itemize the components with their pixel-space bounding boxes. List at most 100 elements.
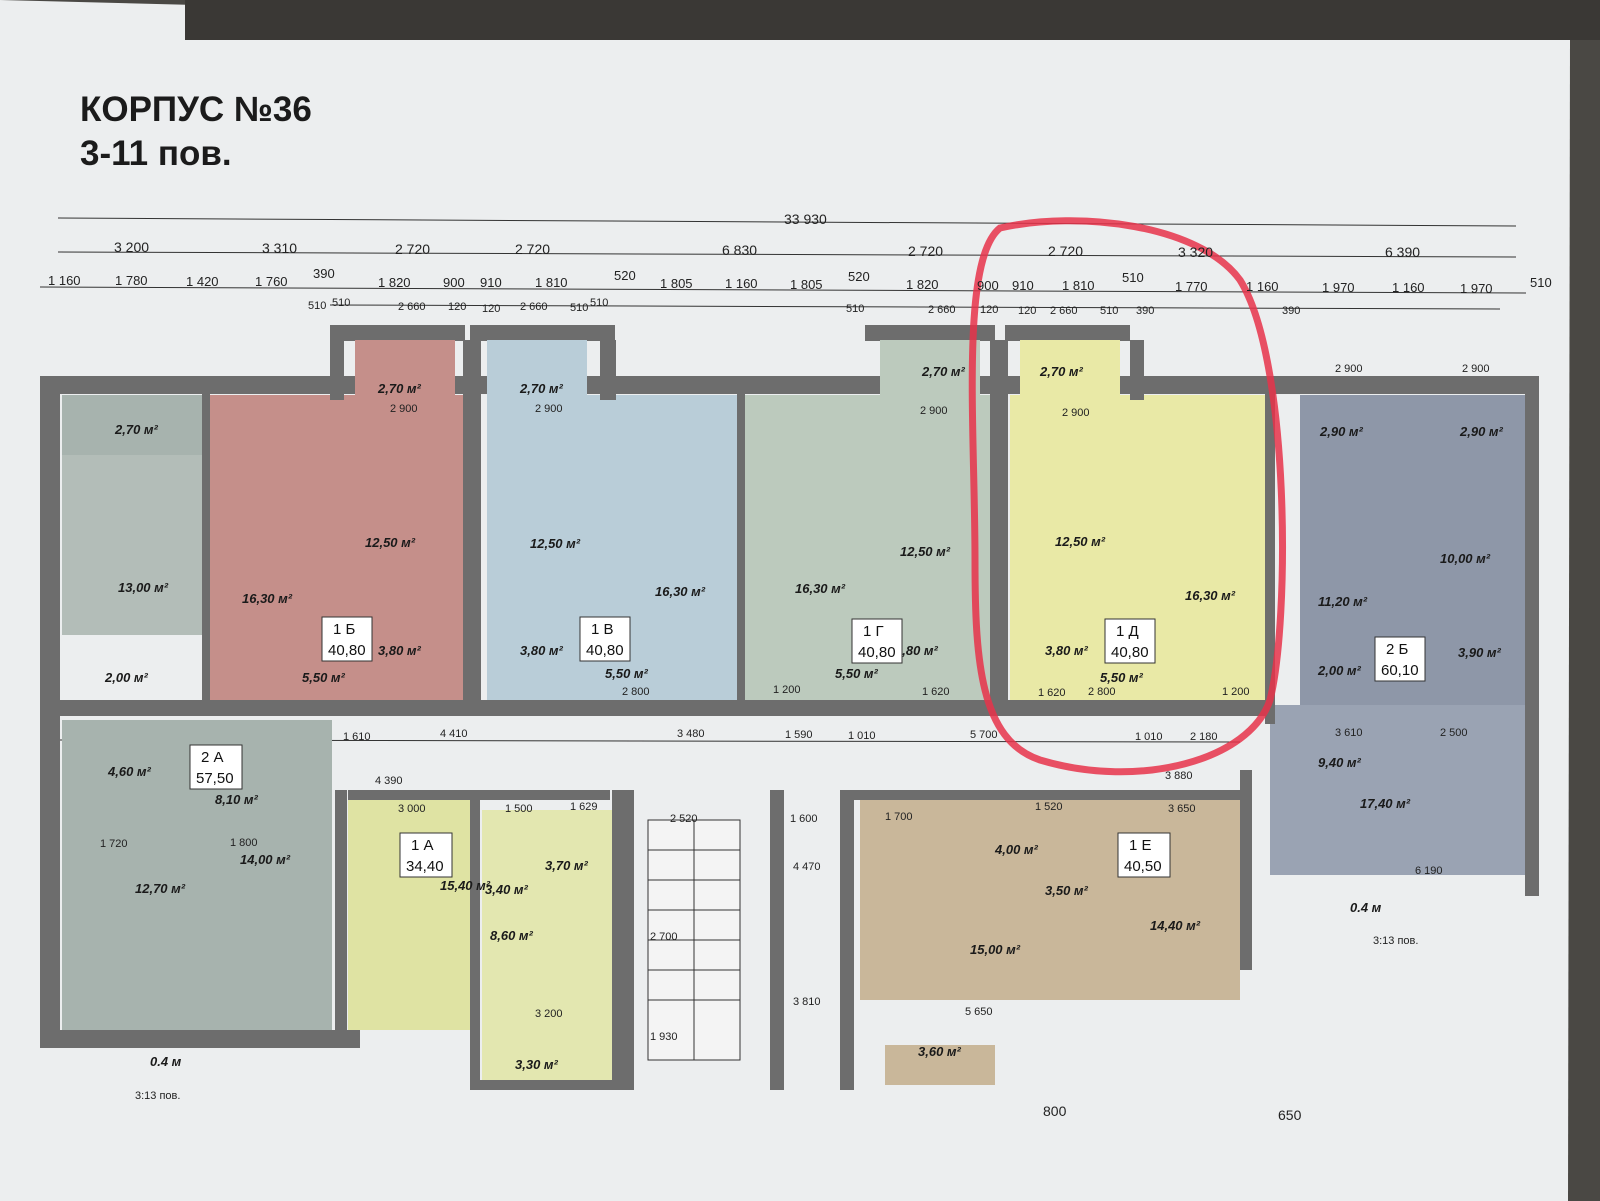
dim-label: 6 390 xyxy=(1385,244,1420,260)
apt-code: 1 В xyxy=(591,621,614,638)
room-area: 4,00 м² xyxy=(994,842,1039,857)
dim-label: 650 xyxy=(1278,1107,1302,1123)
dim-label: 1 200 xyxy=(1222,686,1250,698)
dim-label: 510 xyxy=(308,300,326,312)
dim-label: 1 820 xyxy=(906,277,939,292)
dim-label: 4 410 xyxy=(440,728,468,740)
dim-label: 2 800 xyxy=(622,686,650,698)
room-area: 9,40 м² xyxy=(1318,755,1362,770)
room-area: 3,80 м² xyxy=(520,643,564,658)
apt-1e-fill xyxy=(860,800,1240,1000)
apt-area: 40,80 xyxy=(858,644,896,661)
room-area: 2,70 м² xyxy=(377,381,422,396)
dim-label: 510 xyxy=(1530,275,1552,290)
room-area: 3,70 м² xyxy=(545,858,589,873)
room-area: 16,30 м² xyxy=(1185,588,1236,603)
apt-label-1g: 1 Г 40,80 xyxy=(851,618,903,664)
dim-label: 1 420 xyxy=(186,274,219,289)
dim-label: 1 805 xyxy=(660,276,693,291)
apt-label-2a: 2 А 57,50 xyxy=(189,744,243,790)
room-area: 5,50 м² xyxy=(605,666,649,681)
dim-label: 1 770 xyxy=(1175,279,1208,294)
dim-label: 1 970 xyxy=(1322,280,1355,295)
apt-area: 40,80 xyxy=(586,642,624,659)
dim-label: 1 600 xyxy=(790,813,818,825)
room-area: 16,30 м² xyxy=(655,584,706,599)
dim-label: 1 590 xyxy=(785,729,813,741)
interior-walls xyxy=(202,340,1275,1090)
dim-label: 2 900 xyxy=(1335,363,1363,375)
dim-label: 900 xyxy=(443,275,465,290)
apt-area: 60,10 xyxy=(1381,662,1419,679)
room-area: 8,60 м² xyxy=(490,928,534,943)
dim-label: 510 xyxy=(846,303,864,315)
dim-label: 6 830 xyxy=(722,242,757,258)
room-area: 5,50 м² xyxy=(835,666,879,681)
room-area: 14,00 м² xyxy=(240,852,291,867)
room-area: 13,00 м² xyxy=(118,580,169,595)
dim-row1: 3 200 3 310 2 720 2 720 6 830 2 720 2 72… xyxy=(114,239,1420,260)
paper-top-band xyxy=(185,0,1600,40)
dim-label: 6 190 xyxy=(1415,865,1443,877)
dim-label: 120 xyxy=(980,304,998,316)
dim-label: 4 470 xyxy=(793,861,821,873)
room-area: 11,20 м² xyxy=(1318,594,1368,609)
dim-label: 1 780 xyxy=(115,273,148,288)
room-area: 0.4 м xyxy=(1350,900,1382,915)
dim-label: 1 810 xyxy=(535,275,568,290)
dim-label: 800 xyxy=(1043,1103,1067,1119)
dim-label: 3 880 xyxy=(1165,770,1193,782)
room-area: 16,30 м² xyxy=(242,591,293,606)
dim-label: 1 160 xyxy=(48,273,81,288)
room-area: 2,90 м² xyxy=(1319,424,1364,439)
dim-label: 1 620 xyxy=(922,686,950,698)
apt-label-1d: 1 Д 40,80 xyxy=(1104,618,1156,664)
apt-1g-balcony-fill xyxy=(880,340,980,395)
apt-code: 1 Д xyxy=(1116,623,1139,640)
apartment-labels: 1 Б 40,80 1 В 40,80 1 Г 40,80 1 Д 40,80 … xyxy=(189,616,1426,878)
room-area: 12,50 м² xyxy=(1055,534,1106,549)
dim-label: 3 650 xyxy=(1168,803,1196,815)
room-area: 5,50 м² xyxy=(302,670,346,685)
room-area: 17,40 м² xyxy=(1360,796,1411,811)
room-area: 15,40 м² xyxy=(440,878,491,893)
dim-label: 5 700 xyxy=(970,729,998,741)
dim-label: 3 810 xyxy=(793,996,821,1008)
dim-label: 120 xyxy=(482,303,500,315)
room-area: 12,50 м² xyxy=(365,535,416,550)
dim-label: 2 900 xyxy=(1062,407,1090,419)
room-area: 2,00 м² xyxy=(1317,663,1362,678)
room-area: 3,80 м² xyxy=(1045,643,1089,658)
dim-label: 1 160 xyxy=(1246,279,1279,294)
dim-label: 390 xyxy=(1136,305,1154,317)
room-area: 2,70 м² xyxy=(921,364,966,379)
apt-code: 1 А xyxy=(411,837,434,854)
dim-label: 2 800 xyxy=(1088,686,1116,698)
dim-label: 4 390 xyxy=(375,775,403,787)
notes: 3:13 пов. 3:13 пов. 800 650 xyxy=(135,935,1418,1123)
apt-code: 2 Б xyxy=(1386,641,1409,658)
room-area: 15,00 м² xyxy=(970,942,1021,957)
dim-label: 1 820 xyxy=(378,275,411,290)
dim-label: 1 520 xyxy=(1035,801,1063,813)
dim-label: 900 xyxy=(977,278,999,293)
floor-range: 3-11 пов. xyxy=(80,134,232,173)
dim-label: 510 xyxy=(1100,305,1118,317)
room-area: 3,90 м² xyxy=(1458,645,1502,660)
apt-1a-kitchen-fill xyxy=(482,810,612,1080)
dim-label: 910 xyxy=(1012,278,1034,293)
dim-label: 2 660 xyxy=(928,304,956,316)
dim-label: 2 520 xyxy=(670,813,698,825)
dim-label: 2 720 xyxy=(1048,243,1083,259)
note-label: 3:13 пов. xyxy=(1373,935,1418,947)
room-area: 3,60 м² xyxy=(918,1044,962,1059)
apt-label-1a: 1 А 34,40 xyxy=(399,832,453,878)
room-area: 4,60 м² xyxy=(107,764,152,779)
dim-label: 910 xyxy=(480,275,502,290)
room-area: 2,90 м² xyxy=(1459,424,1504,439)
apt-1e-balcony-fill xyxy=(885,1045,995,1085)
apt-code: 2 А xyxy=(201,749,224,766)
dim-label: 1 200 xyxy=(773,684,801,696)
